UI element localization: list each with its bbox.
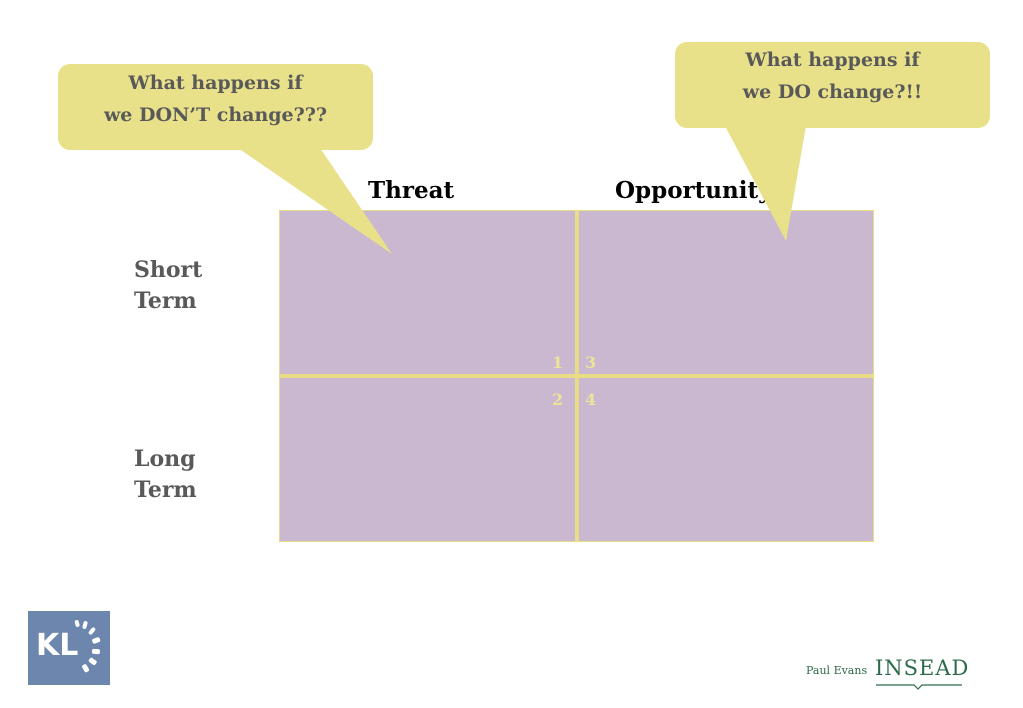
column-header-opportunity: Opportunity	[615, 177, 772, 204]
kl-logo-text: KL	[36, 628, 79, 663]
row-label-line: Term	[134, 288, 197, 314]
callout-line: we DON’T change???	[103, 104, 328, 126]
insead-underline-icon	[876, 684, 962, 690]
quadrant-number-2: 2	[552, 390, 564, 409]
row-label-line: Short	[134, 257, 203, 283]
callout-line: What happens if	[128, 72, 303, 94]
callout-left-text: What happens if we DON’T change???	[58, 67, 373, 131]
quadrant-number-4: 4	[585, 390, 597, 409]
column-header-threat: Threat	[368, 177, 455, 204]
row-label-short-term: Short Term	[134, 255, 202, 317]
insead-logo: INSEAD	[875, 656, 970, 680]
kl-logo: KL	[28, 611, 110, 685]
callout-line: What happens if	[745, 49, 920, 71]
threat-opportunity-matrix: 1 2 3 4	[279, 210, 874, 542]
row-label-long-term: Long Term	[134, 444, 197, 506]
row-label-line: Long	[134, 446, 196, 472]
matrix-horizontal-divider	[280, 374, 873, 378]
author-name: Paul Evans	[806, 664, 868, 677]
kl-logo-arc-icon	[74, 620, 101, 673]
callout-line: we DO change?!!	[742, 81, 923, 103]
quadrant-number-1: 1	[552, 353, 564, 372]
quadrant-number-3: 3	[585, 353, 597, 372]
callout-right-text: What happens if we DO change?!!	[675, 44, 990, 108]
row-label-line: Term	[134, 477, 197, 503]
